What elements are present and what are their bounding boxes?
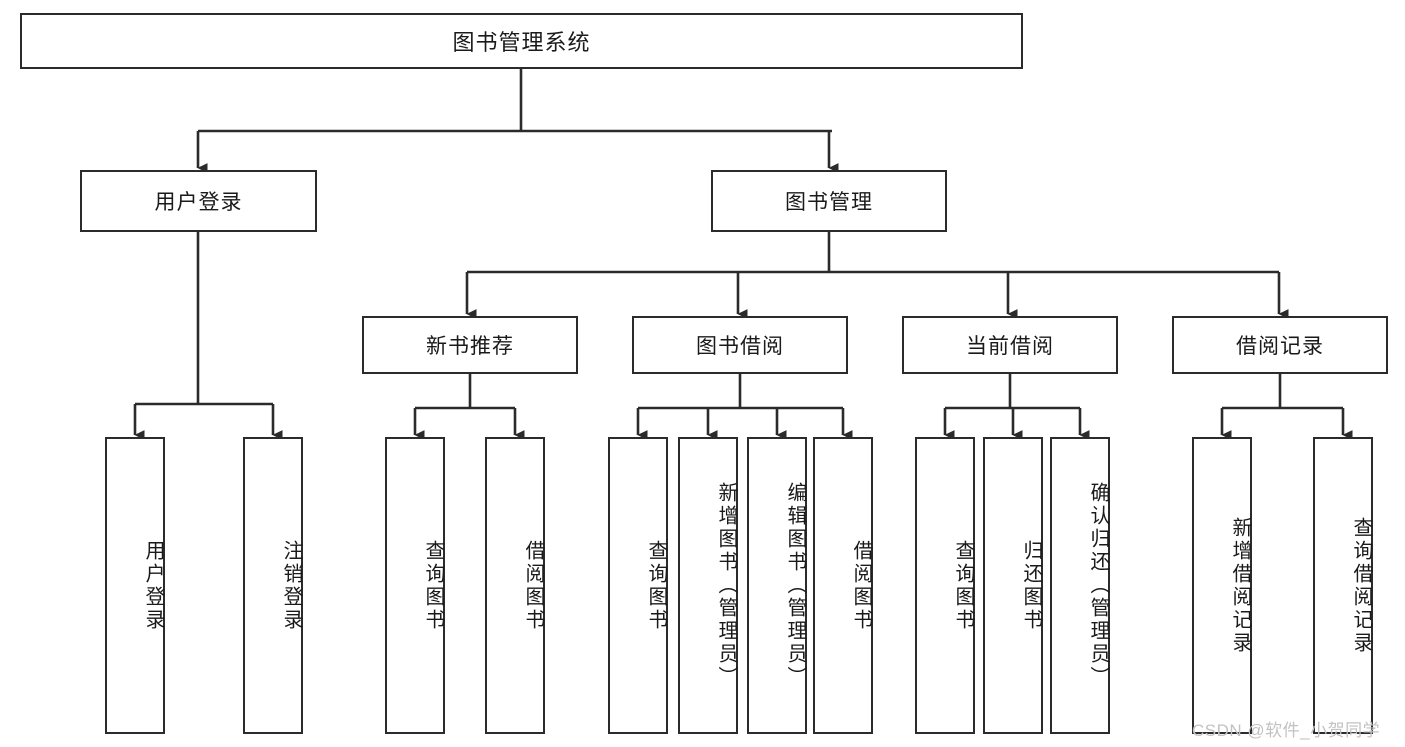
node-label: 图书管理系统 bbox=[452, 30, 591, 55]
node-leaf-add-book[interactable]: 新增图书（管理员） bbox=[678, 437, 738, 734]
node-new-book-recommend[interactable]: 新书推荐 bbox=[362, 316, 578, 374]
node-label: 图书管理 bbox=[785, 191, 873, 214]
node-label: 确认归还（管理员） bbox=[1087, 482, 1109, 689]
node-book-manage[interactable]: 图书管理 bbox=[711, 170, 947, 232]
node-label: 借阅图书 bbox=[522, 539, 544, 632]
node-label: 查询图书 bbox=[422, 539, 444, 632]
node-book-borrow[interactable]: 图书借阅 bbox=[632, 316, 848, 374]
node-label: 新书推荐 bbox=[426, 335, 514, 358]
node-leaf-borrow-book-1[interactable]: 借阅图书 bbox=[485, 437, 545, 734]
node-label: 当前借阅 bbox=[966, 335, 1054, 358]
node-user-login[interactable]: 用户登录 bbox=[80, 170, 317, 232]
node-label: 查询图书 bbox=[952, 539, 974, 632]
node-label: 新增图书（管理员） bbox=[715, 482, 737, 689]
node-label: 用户登录 bbox=[142, 539, 164, 632]
node-leaf-user-login[interactable]: 用户登录 bbox=[105, 437, 165, 734]
node-leaf-user-logout[interactable]: 注销登录 bbox=[243, 437, 303, 734]
node-leaf-borrow-book-2[interactable]: 借阅图书 bbox=[813, 437, 873, 734]
node-leaf-query-record[interactable]: 查询借阅记录 bbox=[1313, 437, 1373, 734]
node-label: 用户登录 bbox=[154, 191, 243, 214]
node-leaf-add-record[interactable]: 新增借阅记录 bbox=[1192, 437, 1252, 734]
node-label: 借阅图书 bbox=[850, 539, 872, 632]
node-leaf-query-book-2[interactable]: 查询图书 bbox=[608, 437, 668, 734]
node-leaf-query-book-1[interactable]: 查询图书 bbox=[385, 437, 445, 734]
node-root[interactable]: 图书管理系统 bbox=[20, 13, 1023, 69]
node-label: 注销登录 bbox=[280, 539, 302, 632]
node-leaf-confirm-return[interactable]: 确认归还（管理员） bbox=[1050, 437, 1110, 734]
node-label: 归还图书 bbox=[1020, 539, 1042, 632]
node-current-borrow[interactable]: 当前借阅 bbox=[902, 316, 1118, 374]
node-label: 编辑图书（管理员） bbox=[784, 482, 806, 689]
node-label: 借阅记录 bbox=[1236, 335, 1324, 358]
node-leaf-return-book[interactable]: 归还图书 bbox=[983, 437, 1043, 734]
node-borrow-record[interactable]: 借阅记录 bbox=[1172, 316, 1388, 374]
node-leaf-edit-book[interactable]: 编辑图书（管理员） bbox=[747, 437, 807, 734]
node-label: 新增借阅记录 bbox=[1229, 516, 1251, 655]
node-label: 图书借阅 bbox=[696, 335, 784, 358]
node-leaf-query-book-3[interactable]: 查询图书 bbox=[915, 437, 975, 734]
node-label: 查询图书 bbox=[645, 539, 667, 632]
watermark: CSDN @软件_小贺同学 bbox=[1192, 721, 1381, 740]
node-label: 查询借阅记录 bbox=[1350, 516, 1372, 655]
